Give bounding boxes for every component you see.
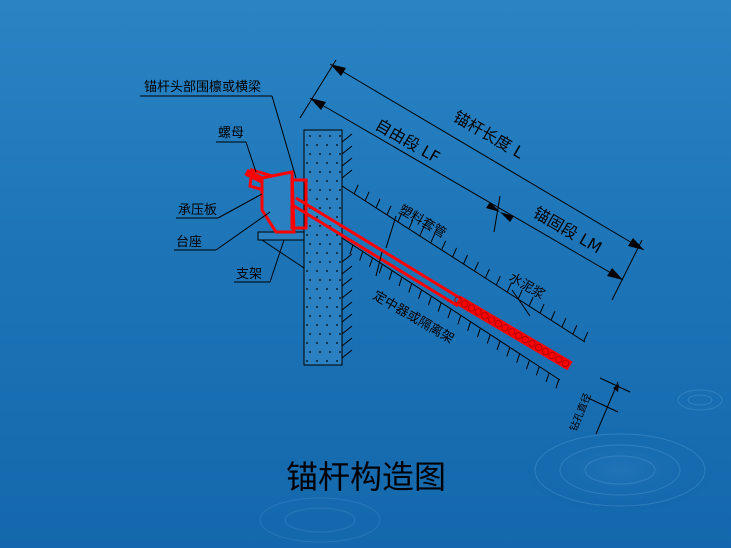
ripple-decoration <box>259 389 723 543</box>
label-bolt-diameter: 钻孔直径 <box>567 391 594 433</box>
retaining-wall <box>303 129 353 366</box>
label-bearing-plate: 承压板 <box>178 203 217 218</box>
bearing-plate-shape <box>260 170 296 234</box>
label-nut: 螺母 <box>218 126 244 141</box>
label-cement-grout: 水泥浆 <box>506 270 547 302</box>
borehole <box>341 184 589 389</box>
label-pedestal: 台座 <box>176 235 202 250</box>
soil-hatching <box>341 133 353 359</box>
bond-beads <box>454 296 570 368</box>
anchor-rod <box>244 168 573 371</box>
dim-anchor-length: 锚杆长度 L <box>450 107 527 162</box>
dimension-lines <box>299 59 645 301</box>
leader-lines <box>140 95 531 317</box>
label-plastic-sleeve: 塑料套管 <box>396 202 449 242</box>
dim-free-section: 自由段 LF <box>372 115 443 167</box>
label-head-beam: 锚杆头部围檩或横梁 <box>144 80 261 95</box>
label-bracket: 支架 <box>236 267 262 282</box>
dim-anchor-section: 锚固段 LM <box>530 203 605 257</box>
diameter-dim <box>587 377 631 435</box>
borehole-hatching <box>349 184 589 389</box>
diagram-caption: 锚杆构造图 <box>286 458 446 496</box>
